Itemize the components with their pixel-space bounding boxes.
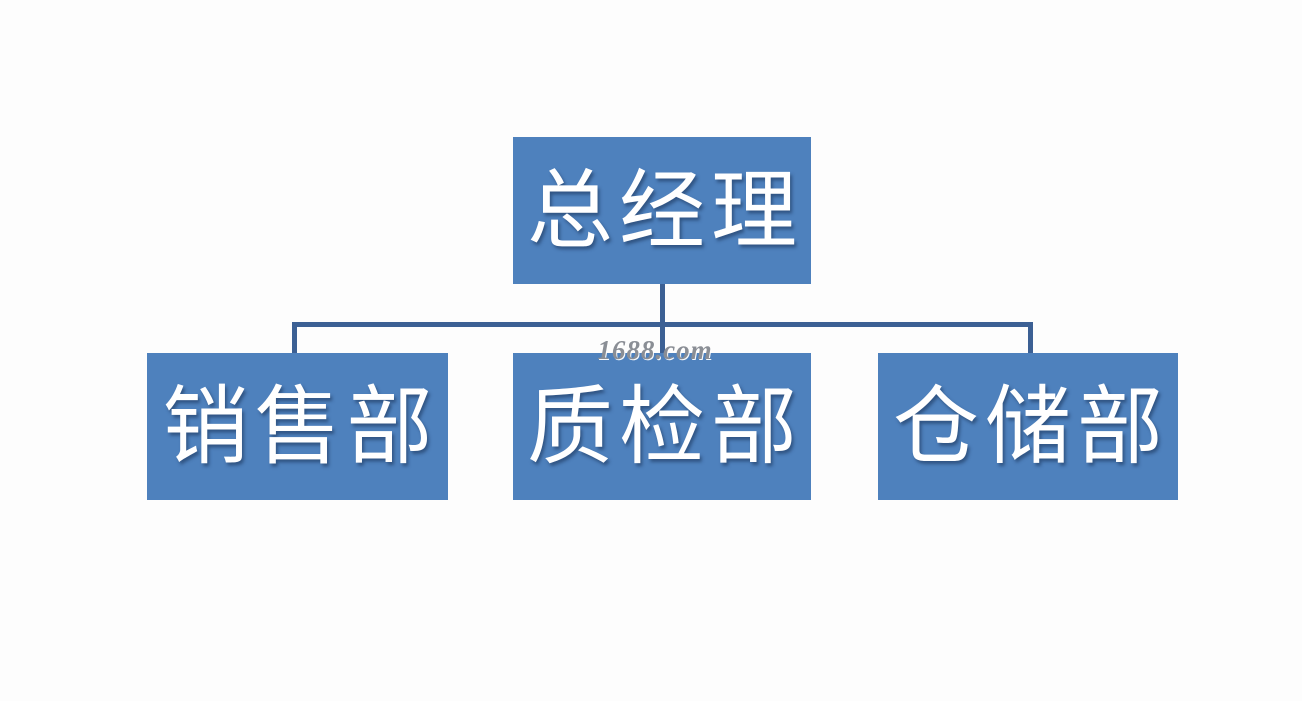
connector-drop-warehouse	[1028, 322, 1033, 354]
node-label-sales-department: 销售部	[162, 378, 439, 475]
node-sales-department[interactable]: 销售部	[147, 353, 448, 500]
node-warehouse-department[interactable]: 仓储部	[878, 353, 1178, 500]
node-quality-inspection-department[interactable]: 质检部	[513, 353, 811, 500]
connector-drop-sales	[292, 322, 297, 354]
node-label-general-manager: 总经理	[527, 162, 803, 259]
node-label-quality-inspection-department: 质检部	[527, 378, 803, 475]
node-label-warehouse-department: 仓储部	[893, 378, 1169, 475]
connector-drop-quality-inspection	[660, 322, 665, 354]
node-general-manager[interactable]: 总经理	[513, 137, 811, 284]
connector-root-stem	[660, 284, 665, 326]
